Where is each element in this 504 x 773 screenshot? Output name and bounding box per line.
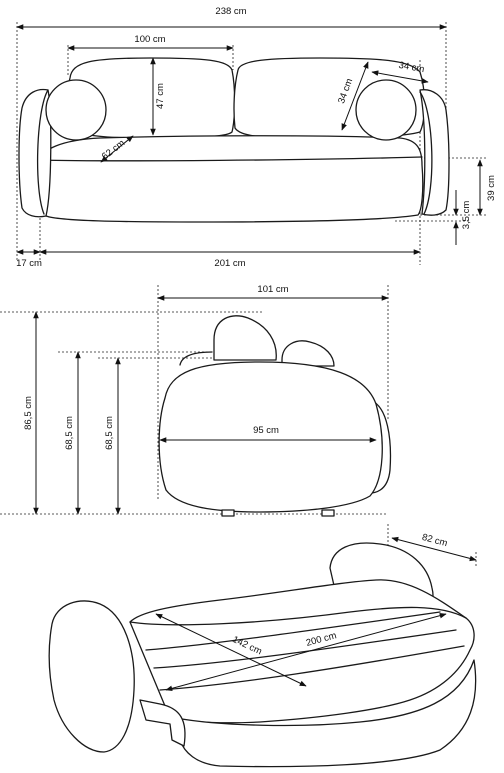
- side-view: 101 cm 95 cm 86,5 cm 68,5 cm 68,5 cm: [0, 284, 392, 517]
- label-side-depth-total: 101 cm: [257, 284, 288, 295]
- side-pillow-tall: [213, 315, 277, 361]
- side-pillow-round: [281, 340, 335, 367]
- pillow-left: [45, 79, 107, 141]
- label-inner-width: 201 cm: [214, 258, 245, 269]
- pillow-right: [355, 79, 417, 141]
- label-leg-height: 3,5 cm: [461, 201, 472, 230]
- label-total-height: 86,5 cm: [23, 396, 34, 430]
- label-backrest-height: 47 cm: [155, 83, 166, 109]
- side-body: [158, 361, 383, 513]
- bed-view: 82 cm 142 cm 200 cm: [48, 524, 477, 768]
- side-leg-left: [221, 509, 235, 517]
- side-leg-right: [321, 509, 335, 517]
- label-pillow-width: 34 cm: [398, 60, 425, 75]
- bed-drawer: [139, 699, 186, 747]
- seat-base: [38, 135, 424, 223]
- label-back-height-1: 68,5 cm: [64, 416, 75, 450]
- label-side-seat-depth: 95 cm: [253, 425, 279, 436]
- bed-armrest-front: [48, 600, 135, 753]
- armrest-right: [419, 89, 450, 216]
- label-seat-cushion-width: 100 cm: [134, 34, 165, 45]
- armrest-left: [18, 88, 52, 218]
- label-seat-height: 39 cm: [486, 175, 497, 201]
- label-total-width: 238 cm: [215, 6, 246, 17]
- label-armrest-width: 17 cm: [16, 258, 42, 269]
- bed-base: [175, 659, 477, 768]
- front-view: 238 cm 100 cm 47 cm 62 cm 34 cm 34 cm 39…: [16, 6, 497, 269]
- label-back-height-2: 68,5 cm: [104, 416, 115, 450]
